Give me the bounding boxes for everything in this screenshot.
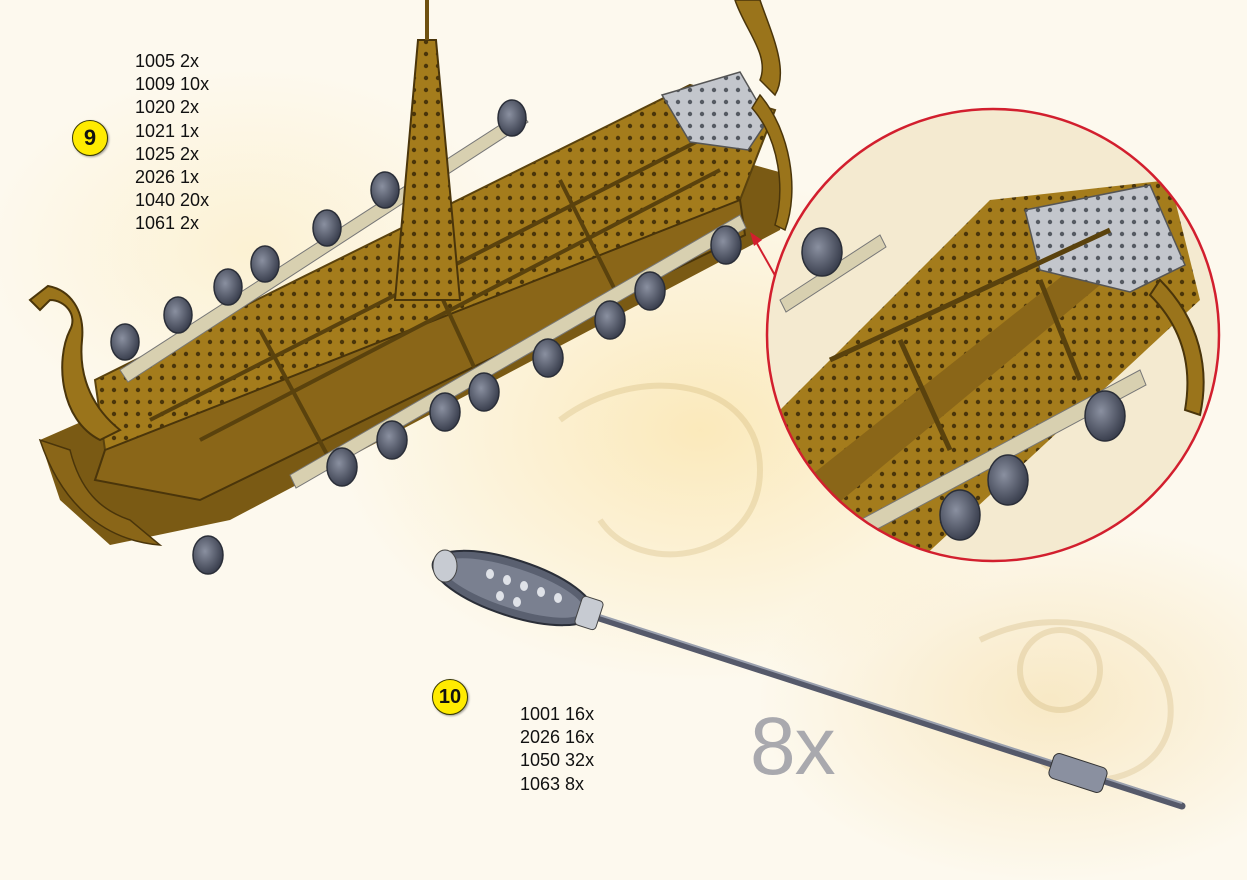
parts-list-item: 1050 32x [520, 750, 595, 771]
parts-list-item: 1009 10x [135, 74, 210, 95]
wheel-row-upper [110, 99, 527, 361]
parts-list-item: 1040 20x [135, 190, 210, 211]
quantity-multiplier: 8x [750, 701, 836, 792]
wheel-row-lower [192, 225, 742, 575]
parts-list-item: 1021 1x [135, 120, 200, 141]
parts-list-item: 1005 2x [135, 51, 200, 71]
parts-list: 1001 16x 2026 16x 1050 32x 1063 8x [520, 703, 594, 796]
parts-list-item: 2026 16x [520, 727, 595, 748]
ship-hull [28, 0, 793, 546]
step-number-badge: 10 [432, 679, 468, 715]
oar-assembly [431, 549, 1186, 810]
parts-list-item: 1061 2x [135, 213, 200, 234]
parts-list-item: 1025 2x [135, 143, 200, 164]
parts-list-item: 1063 8x [520, 773, 585, 794]
detail-magnifier [765, 107, 1221, 563]
step-number-badge: 9 [72, 120, 108, 156]
parts-list: 1005 2x 1009 10x 1020 2x 1021 1x 1025 2x… [135, 50, 209, 236]
parts-list-item: 1001 16x [520, 704, 595, 724]
parts-list-item: 1020 2x [135, 97, 200, 118]
parts-list-item: 2026 1x [135, 167, 200, 188]
